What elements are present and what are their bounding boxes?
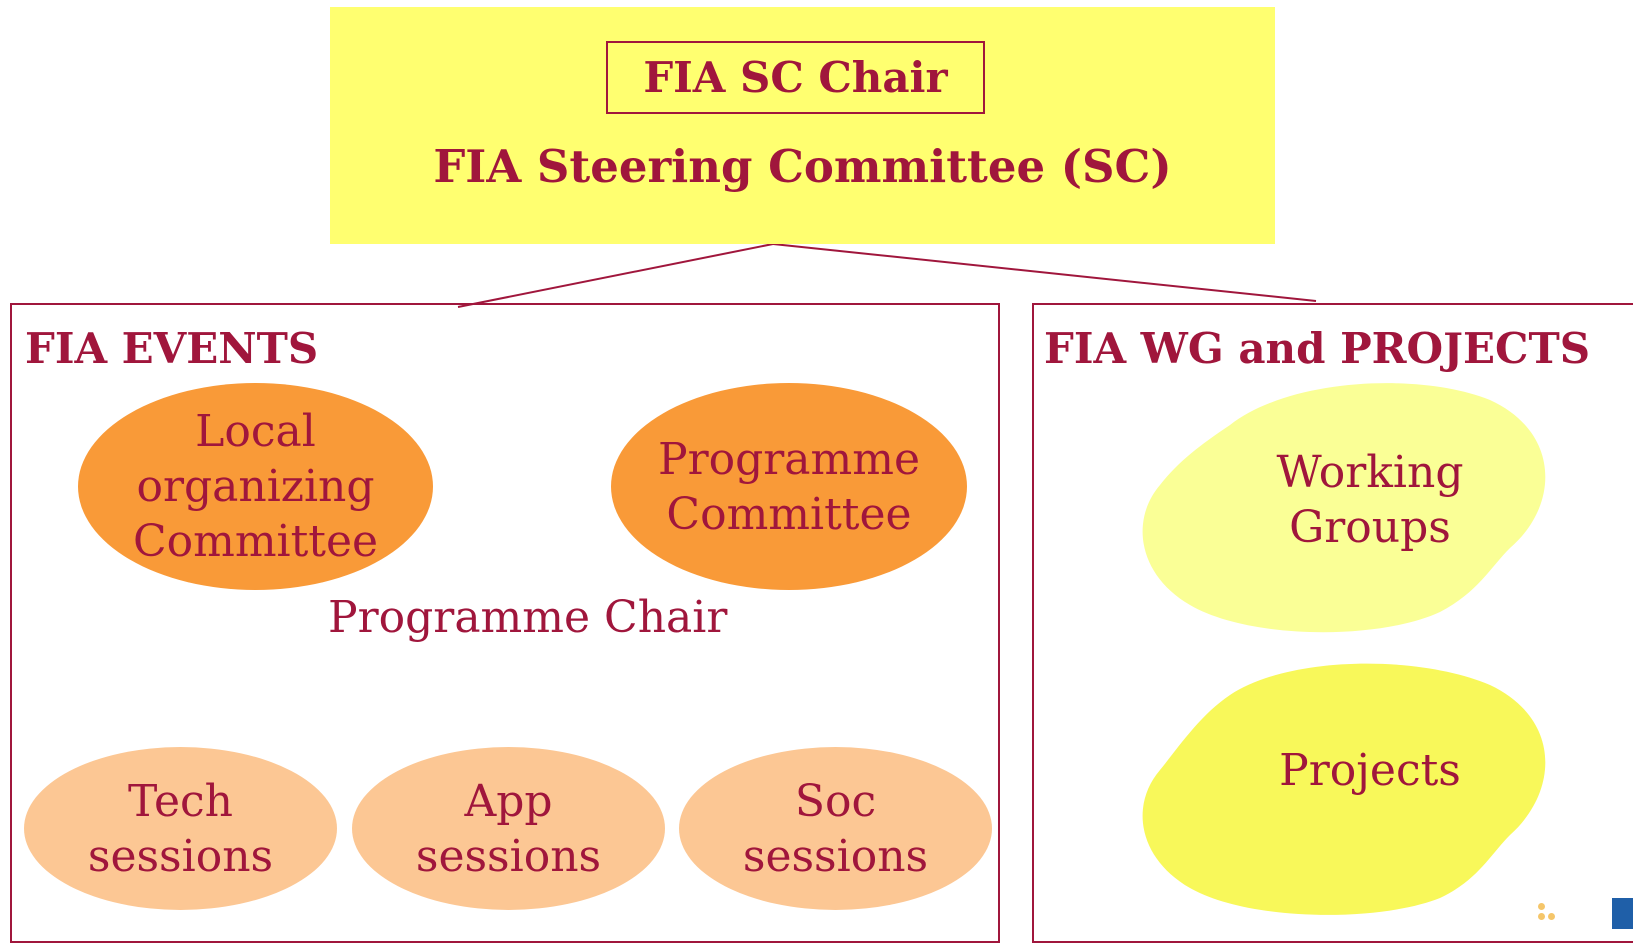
logo-blue-square-icon <box>1612 898 1633 929</box>
working-groups-label: Working Groups <box>1276 447 1464 553</box>
soc-sessions: Soc sessions <box>679 747 992 910</box>
wg-projects-title: FIA WG and PROJECTS <box>1044 324 1591 373</box>
local-organizing-committee: Local organizing Committee <box>78 383 433 590</box>
connector-to-wg <box>772 243 1317 302</box>
programme-chair-label: Programme Chair <box>328 592 728 643</box>
logo-dots-icon <box>1538 903 1562 929</box>
tech-sessions: Tech sessions <box>24 747 337 910</box>
tech-sessions-label: Tech sessions <box>87 775 274 882</box>
sc-chair-box: FIA SC Chair <box>606 41 985 114</box>
working-groups: Working Groups <box>1200 430 1540 570</box>
app-sessions-label: App sessions <box>415 775 602 882</box>
connector-to-events <box>457 243 774 308</box>
sc-chair-label: FIA SC Chair <box>643 53 948 102</box>
projects-blob <box>1142 663 1546 915</box>
local-organizing-committee-label: Local organizing Committee <box>132 406 379 567</box>
steering-committee-title: FIA Steering Committee (SC) <box>433 140 1172 193</box>
programme-committee-label: Programme Committee <box>657 433 921 540</box>
projects: Projects <box>1200 740 1540 800</box>
app-sessions: App sessions <box>352 747 665 910</box>
working-groups-blob <box>1142 383 1546 633</box>
programme-committee: Programme Committee <box>611 383 967 590</box>
projects-label: Projects <box>1279 744 1461 796</box>
events-title: FIA EVENTS <box>25 324 319 373</box>
steering-committee-box <box>330 7 1275 244</box>
soc-sessions-label: Soc sessions <box>742 775 929 882</box>
